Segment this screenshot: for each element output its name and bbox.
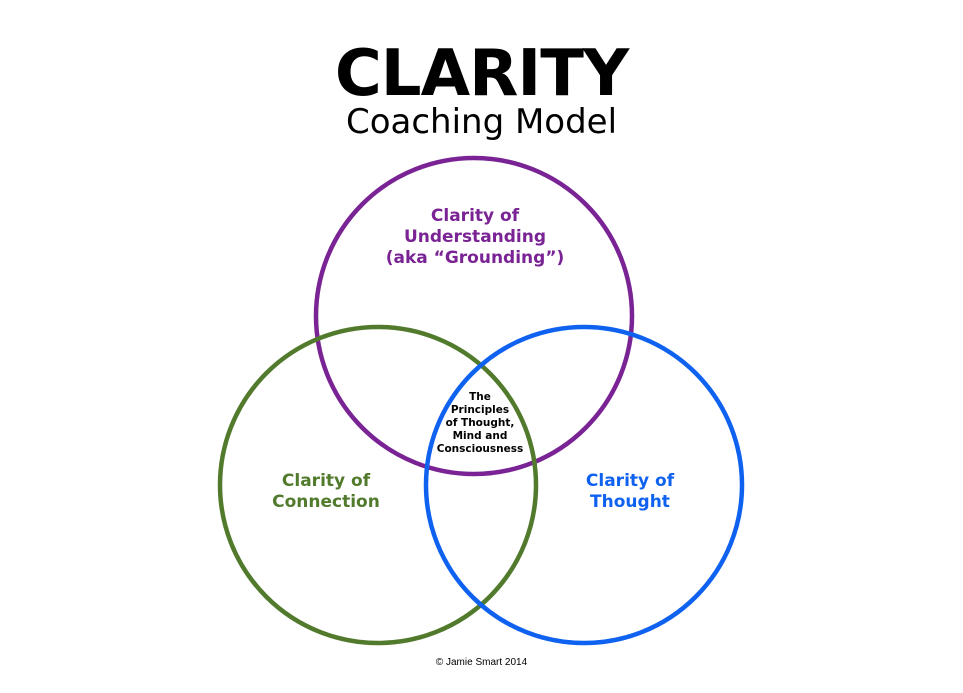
label-line: of Thought, [445, 417, 515, 429]
label-line: Principles [450, 404, 510, 416]
label-line: Connection [272, 492, 380, 512]
label-line: (aka “Grounding”) [385, 248, 565, 268]
label-line: Consciousness [436, 443, 524, 455]
diagram-title: CLARITY [334, 37, 629, 111]
label-clarity-of-understanding: Clarity of Understanding (aka “Grounding… [330, 206, 620, 269]
label-line: The [469, 391, 491, 403]
circle-connection [217, 324, 539, 646]
label-principles-center: The Principles of Thought, Mind and Cons… [420, 391, 540, 456]
label-line: Thought [590, 492, 670, 512]
circle-thought [423, 324, 745, 646]
diagram-subtitle: Coaching Model [345, 102, 618, 142]
circle-understanding [313, 155, 635, 477]
label-line: Understanding [403, 227, 547, 247]
label-clarity-of-thought: Clarity of Thought [540, 471, 720, 513]
label-line: Clarity of [430, 206, 520, 226]
label-line: Clarity of [281, 471, 371, 491]
label-clarity-of-connection: Clarity of Connection [236, 471, 416, 513]
label-line: Mind and [452, 430, 508, 442]
copyright-footer: © Jamie Smart 2014 [435, 657, 528, 668]
label-line: Clarity of [585, 471, 675, 491]
